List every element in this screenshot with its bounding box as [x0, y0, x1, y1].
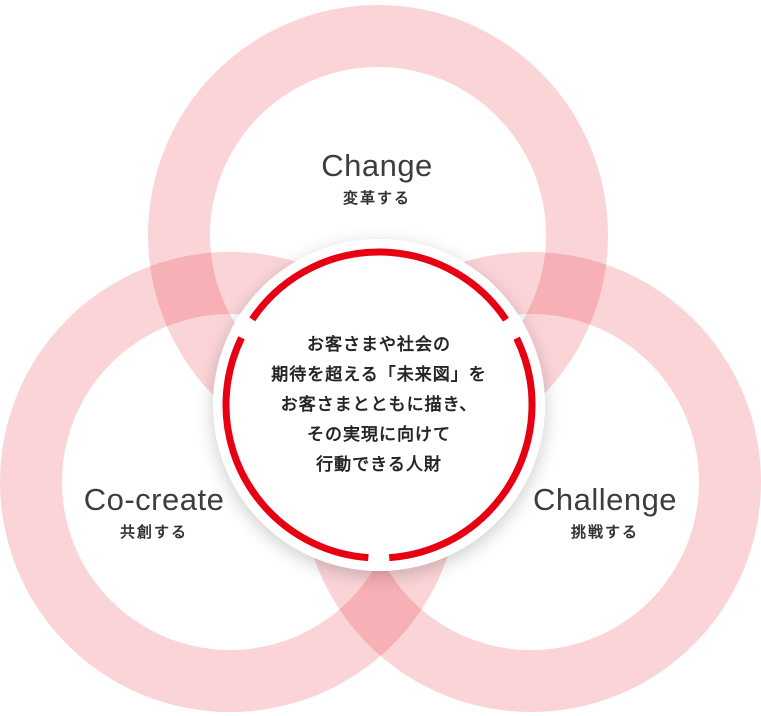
center-statement-line: お客さまとともに描き、 — [280, 395, 478, 414]
center-statement: お客さまや社会の 期待を超える「未来図」を お客さまとともに描き、 その実現に向… — [271, 330, 487, 480]
challenge-label: Challenge 挑戦する — [533, 482, 677, 543]
cocreate-label-ja: 共創する — [119, 524, 189, 541]
center-statement-line: 期待を超える「未来図」を — [271, 365, 487, 384]
change-label: Change 変革する — [321, 148, 433, 209]
change-label-en: Change — [321, 148, 433, 183]
change-label-ja: 変革する — [342, 190, 411, 207]
center-dashed-red-ring — [222, 248, 536, 562]
center-white-circle — [213, 239, 545, 571]
center-statement-line: 行動できる人財 — [316, 455, 442, 474]
cocreate-label: Co-create 共創する — [84, 482, 225, 543]
cocreate-label-en: Co-create — [83, 482, 225, 517]
center-statement-line: その実現に向けて — [307, 425, 451, 444]
challenge-label-ja: 挑戦する — [570, 524, 640, 541]
center-statement-line: お客さまや社会の — [307, 335, 451, 354]
challenge-label-en: Challenge — [532, 482, 678, 517]
